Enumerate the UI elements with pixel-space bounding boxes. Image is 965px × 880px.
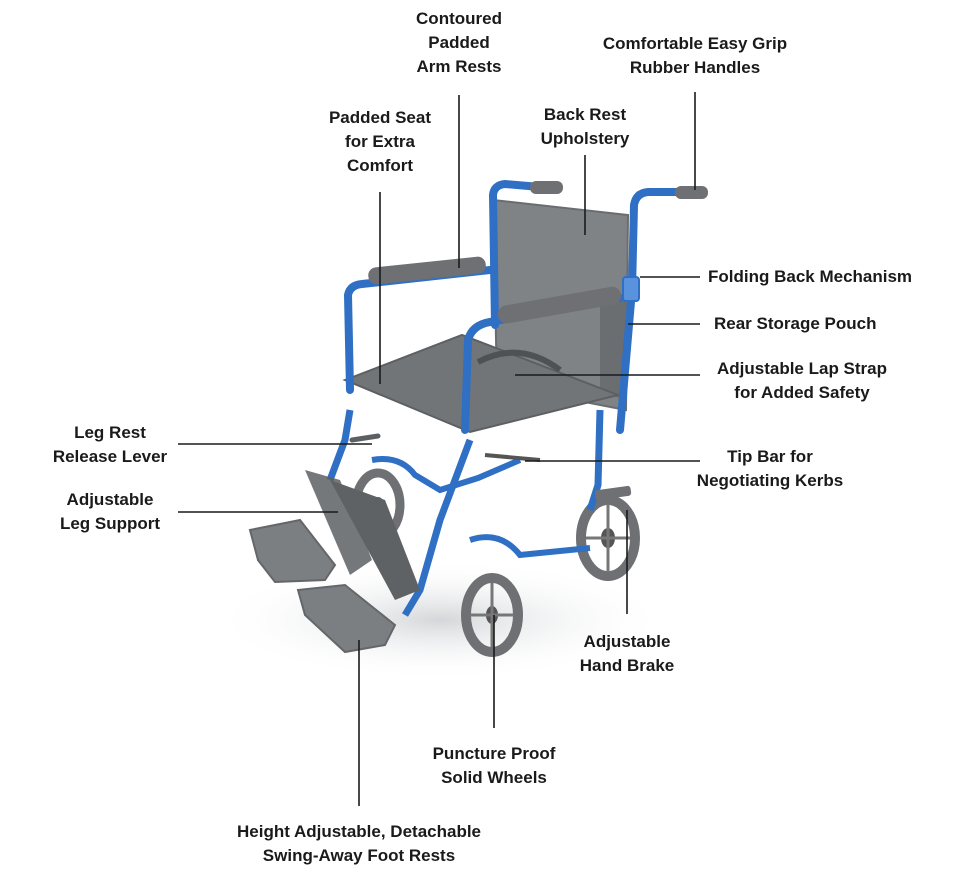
front-castor xyxy=(461,573,523,657)
label-lap-strap: Adjustable Lap Strap for Added Safety xyxy=(697,357,907,405)
label-arm-rests-line-3: Arm Rests xyxy=(416,57,502,76)
label-padded-seat-line-1: Padded Seat xyxy=(328,108,432,127)
label-hand-brake-line-1: Adjustable xyxy=(583,632,671,651)
label-tip-bar-line-1: Tip Bar for xyxy=(727,447,813,466)
back-post-left xyxy=(488,179,544,329)
back-post-right xyxy=(616,188,684,434)
footplate-right xyxy=(296,583,397,654)
label-foot-rests-line-1: Height Adjustable, Detachable xyxy=(236,822,482,841)
label-leg-rest-lever: Leg Rest Release Lever xyxy=(40,421,180,469)
tip-bar xyxy=(484,453,541,462)
label-leg-support-line-2: Leg Support xyxy=(59,514,161,533)
label-lap-strap-line-2: for Added Safety xyxy=(734,383,870,402)
leader-lines xyxy=(178,92,700,806)
label-lap-strap-line-1: Adjustable Lap Strap xyxy=(716,359,888,378)
armrest-pad-left xyxy=(368,256,486,285)
label-handles: Comfortable Easy Grip Rubber Handles xyxy=(585,32,805,80)
label-foot-rests: Height Adjustable, Detachable Swing-Away… xyxy=(209,820,509,868)
label-foot-rests-line-2: Swing-Away Foot Rests xyxy=(262,846,456,865)
armrest-pad-right xyxy=(497,286,622,324)
label-back-rest-line-1: Back Rest xyxy=(543,105,627,124)
label-storage-pouch: Rear Storage Pouch xyxy=(714,312,877,336)
leg-support-left xyxy=(305,470,372,575)
label-arm-rests: Contoured Padded Arm Rests xyxy=(399,7,519,79)
folding-back-mechanism xyxy=(622,276,640,302)
label-tip-bar: Tip Bar for Negotiating Kerbs xyxy=(670,445,870,493)
label-back-rest: Back Rest Upholstery xyxy=(520,103,650,151)
armrest-frame-left xyxy=(343,266,494,394)
label-folding-back: Folding Back Mechanism xyxy=(708,265,912,289)
tip-bar-frame xyxy=(469,534,591,559)
rear-wheel-right xyxy=(576,495,640,581)
rear-lower-frame xyxy=(586,409,604,512)
leg-support-right xyxy=(330,480,420,600)
label-hand-brake: Adjustable Hand Brake xyxy=(567,630,687,678)
label-leg-rest-lever-line-1: Leg Rest xyxy=(74,423,146,442)
label-back-rest-line-2: Upholstery xyxy=(540,129,630,148)
label-hand-brake-line-2: Hand Brake xyxy=(579,656,675,675)
footplate-left xyxy=(248,518,337,584)
label-padded-seat-line-3: Comfort xyxy=(346,156,414,175)
label-wheels-line-2: Solid Wheels xyxy=(441,768,547,787)
front-post-left xyxy=(326,409,354,482)
label-handles-line-1: Comfortable Easy Grip xyxy=(602,34,788,53)
cross-frame xyxy=(371,456,522,494)
seat-upholstery xyxy=(342,333,622,434)
label-padded-seat-line-2: for Extra xyxy=(345,132,415,151)
front-post-right xyxy=(401,438,474,617)
label-handles-line-2: Rubber Handles xyxy=(629,58,761,77)
label-arm-rests-line-2: Padded xyxy=(428,33,490,52)
hand-brake xyxy=(594,485,632,501)
leg-rest-lever xyxy=(349,433,381,443)
handle-grip-right xyxy=(675,186,708,199)
label-tip-bar-line-2: Negotiating Kerbs xyxy=(696,471,844,490)
label-arm-rests-line-1: Contoured xyxy=(416,9,502,28)
label-wheels-line-1: Puncture Proof xyxy=(432,744,556,763)
label-leg-support-line-1: Adjustable xyxy=(66,490,154,509)
label-storage-pouch-line-1: Rear Storage Pouch xyxy=(714,314,877,333)
label-leg-rest-lever-line-2: Release Lever xyxy=(52,447,168,466)
label-folding-back-line-1: Folding Back Mechanism xyxy=(708,267,913,286)
armrest-frame-right xyxy=(461,294,624,434)
handle-grip-left xyxy=(530,181,563,194)
lap-strap xyxy=(476,349,562,373)
label-wheels: Puncture Proof Solid Wheels xyxy=(419,742,569,790)
label-leg-support: Adjustable Leg Support xyxy=(40,488,180,536)
label-padded-seat: Padded Seat for Extra Comfort xyxy=(310,106,450,178)
